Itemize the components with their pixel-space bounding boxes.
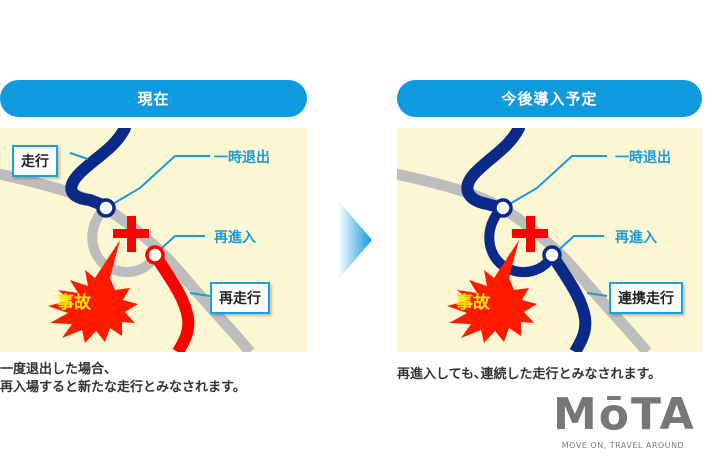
future-map: 一時退出 再進入 事故 連携走行 xyxy=(397,128,702,352)
reentry-node-icon xyxy=(542,245,562,265)
accident-label: 事故 xyxy=(57,293,91,313)
future-accident-label: 事故 xyxy=(456,293,490,313)
current-map-drawing xyxy=(0,128,255,352)
label-drive-text: 走行 xyxy=(21,154,49,170)
future-map-drawing xyxy=(397,128,652,352)
label-linked-drive-text: 連携走行 xyxy=(618,291,674,307)
exit-node-icon xyxy=(493,198,513,218)
mota-logo: MōTA MOVE ON, TRAVEL AROUND xyxy=(553,389,696,451)
current-map: 走行 一時退出 再進入 事故 再走行 xyxy=(0,128,307,352)
reentry-node-icon xyxy=(145,245,165,265)
label-reentry: 再進入 xyxy=(214,230,256,246)
current-title-pill: 現在 xyxy=(0,80,307,117)
current-caption-line1: 一度退出した場合、 xyxy=(0,362,118,377)
future-label-temp-exit: 一時退出 xyxy=(615,150,671,166)
future-label-reentry: 再進入 xyxy=(615,230,657,246)
label-re-drive-text: 再走行 xyxy=(219,291,261,307)
future-title: 今後導入予定 xyxy=(501,90,598,108)
label-temp-exit: 一時退出 xyxy=(214,150,270,166)
logo-tagline: MOVE ON, TRAVEL AROUND xyxy=(561,441,685,450)
label-drive: 走行 xyxy=(12,145,58,177)
exit-node-icon xyxy=(96,198,116,218)
label-re-drive: 再走行 xyxy=(210,282,270,314)
current-caption: 一度退出した場合、 再入場すると新たな走行とみなされます。 xyxy=(0,361,246,397)
current-title: 現在 xyxy=(137,90,170,108)
future-title-pill: 今後導入予定 xyxy=(397,80,702,117)
current-caption-line2: 再入場すると新たな走行とみなされます。 xyxy=(0,380,246,395)
label-linked-drive: 連携走行 xyxy=(609,282,683,314)
logo-mark: MōTA xyxy=(553,389,696,440)
right-arrow-gradient-icon xyxy=(338,200,372,280)
future-caption: 再進入しても､連続した走行とみなされます。 xyxy=(397,367,662,382)
